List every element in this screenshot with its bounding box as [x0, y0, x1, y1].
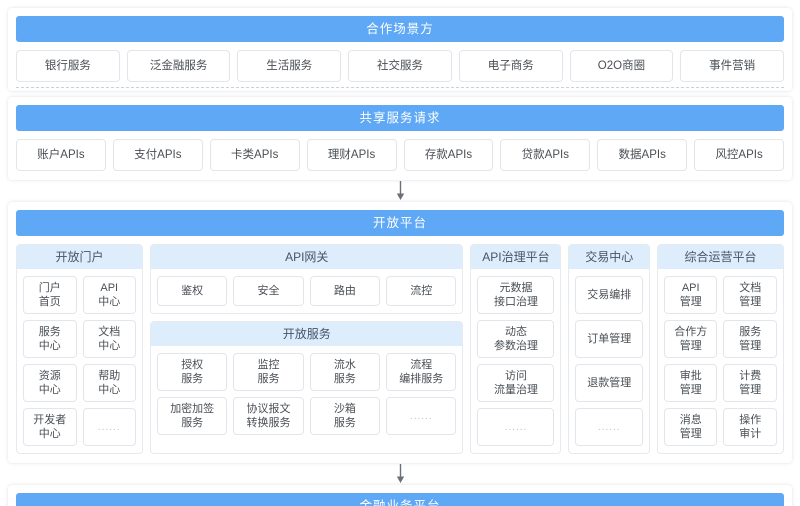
operations-item[interactable]: 计费 管理	[723, 364, 777, 402]
gateway-item[interactable]: 流控	[386, 276, 457, 306]
portal-item[interactable]: 帮助 中心	[82, 364, 136, 402]
governance-item-more[interactable]: ......	[477, 408, 555, 446]
panel-trade-center: 交易中心 交易编排 订单管理 退款管理 ......	[568, 244, 650, 454]
api-item[interactable]: 账户APIs	[16, 139, 106, 171]
open-service-item[interactable]: 流水 服务	[309, 353, 381, 391]
trade-item[interactable]: 订单管理	[575, 320, 643, 358]
trade-item[interactable]: 交易编排	[575, 276, 643, 314]
gateway-item[interactable]: 安全	[233, 276, 304, 306]
partner-item[interactable]: 泛金融服务	[126, 50, 231, 82]
business-layer-group: 金融业务平台 额度 中心 费率 中心 贷款 中心 存款 中心 用户 中心 数据 …	[8, 485, 792, 506]
column-trade-center: 交易中心 交易编排 订单管理 退款管理 ......	[568, 244, 650, 454]
panel-title-open-portal: 开放门户	[17, 245, 143, 269]
panel-api-gateway: API网关 鉴权 安全 路由 流控	[150, 244, 464, 314]
panel-items-open-service: 授权 服务 监控 服务 流水 服务 流程 编排服务 加密加签 服务 协议报文 转…	[151, 346, 462, 442]
partner-item[interactable]: 电子商务	[458, 50, 563, 82]
column-gateway: API网关 鉴权 安全 路由 流控 开放服务 授权 服务 监控 服务 流水 服务…	[150, 244, 464, 454]
portal-item[interactable]: 文档 中心	[82, 320, 136, 358]
gateway-item[interactable]: 路由	[309, 276, 381, 306]
platform-layer-group: 开放平台 开放门户 门户 首页 API 中心 服务 中心 文档 中心 资源 中心…	[8, 202, 792, 463]
open-service-item[interactable]: 流程 编排服务	[386, 353, 457, 391]
open-service-item[interactable]: 授权 服务	[157, 353, 228, 391]
panel-items-operations: API 管理 文档 管理 合作方 管理 服务 管理 审批 管理 计费 管理 消息…	[658, 269, 783, 453]
panel-items-api-governance: 元数据 接口治理 动态 参数治理 访问 流量治理 ......	[471, 269, 560, 453]
partner-item[interactable]: 生活服务	[237, 50, 342, 82]
panel-items-open-portal: 门户 首页 API 中心 服务 中心 文档 中心 资源 中心 帮助 中心 开发者…	[17, 269, 142, 453]
partner-item[interactable]: O2O商圈	[569, 50, 674, 82]
architecture-diagram: 合作场景方 银行服务 泛金融服务 生活服务 社交服务 电子商务 O2O商圈 事件…	[0, 8, 800, 506]
partner-item[interactable]: 银行服务	[16, 50, 120, 82]
open-service-item[interactable]: 监控 服务	[233, 353, 304, 391]
business-layer-banner: 金融业务平台	[16, 493, 784, 506]
partner-layer-group: 合作场景方 银行服务 泛金融服务 生活服务 社交服务 电子商务 O2O商圈 事件…	[8, 8, 792, 91]
column-api-governance: API治理平台 元数据 接口治理 动态 参数治理 访问 流量治理 ......	[470, 244, 562, 454]
panel-api-governance: API治理平台 元数据 接口治理 动态 参数治理 访问 流量治理 ......	[470, 244, 562, 454]
panel-title-open-service: 开放服务	[151, 322, 463, 346]
operations-item[interactable]: 服务 管理	[723, 320, 777, 358]
flow-arrow-top	[8, 180, 792, 202]
portal-item[interactable]: 服务 中心	[23, 320, 77, 358]
api-item[interactable]: 支付APIs	[112, 139, 203, 171]
trade-item-more[interactable]: ......	[575, 408, 643, 446]
operations-item[interactable]: 消息 管理	[663, 408, 718, 446]
portal-item[interactable]: API 中心	[82, 276, 136, 314]
request-layer-group: 共享服务请求 账户APIs 支付APIs 卡类APIs 理财APIs 存款API…	[8, 97, 792, 180]
partner-item[interactable]: 社交服务	[348, 50, 452, 82]
governance-item[interactable]: 动态 参数治理	[477, 320, 555, 358]
api-item[interactable]: 贷款APIs	[500, 139, 591, 171]
operations-item[interactable]: API 管理	[663, 276, 718, 314]
governance-item[interactable]: 元数据 接口治理	[477, 276, 555, 314]
operations-item[interactable]: 文档 管理	[723, 276, 777, 314]
panel-operations: 综合运营平台 API 管理 文档 管理 合作方 管理 服务 管理 审批 管理 计…	[656, 244, 784, 454]
partner-layer-items: 银行服务 泛金融服务 生活服务 社交服务 电子商务 O2O商圈 事件营销	[16, 50, 785, 82]
panel-title-trade-center: 交易中心	[569, 245, 649, 269]
open-service-item[interactable]: 协议报文 转换服务	[233, 397, 304, 435]
down-arrow-icon	[396, 464, 404, 483]
portal-item[interactable]: 开发者 中心	[23, 408, 77, 446]
portal-item[interactable]: 门户 首页	[23, 276, 77, 314]
api-item[interactable]: 卡类APIs	[209, 139, 300, 171]
request-layer-banner: 共享服务请求	[16, 105, 784, 131]
governance-item[interactable]: 访问 流量治理	[477, 364, 555, 402]
open-service-item[interactable]: 加密加签 服务	[157, 397, 228, 435]
operations-item[interactable]: 审批 管理	[663, 364, 718, 402]
column-open-portal: 开放门户 门户 首页 API 中心 服务 中心 文档 中心 资源 中心 帮助 中…	[16, 244, 144, 454]
down-arrow-icon	[396, 181, 404, 200]
api-item[interactable]: 存款APIs	[403, 139, 494, 171]
partner-item[interactable]: 事件营销	[680, 50, 785, 82]
panel-open-service: 开放服务 授权 服务 监控 服务 流水 服务 流程 编排服务 加密加签 服务 协…	[150, 321, 464, 454]
platform-layer-banner: 开放平台	[16, 210, 784, 236]
operations-item[interactable]: 合作方 管理	[663, 320, 718, 358]
portal-item[interactable]: 资源 中心	[23, 364, 77, 402]
api-item[interactable]: 数据APIs	[597, 139, 688, 171]
column-operations: 综合运营平台 API 管理 文档 管理 合作方 管理 服务 管理 审批 管理 计…	[656, 244, 784, 454]
portal-item-more[interactable]: ......	[82, 408, 136, 446]
panel-items-trade-center: 交易编排 订单管理 退款管理 ......	[569, 269, 649, 453]
api-item[interactable]: 风控APIs	[694, 139, 784, 171]
panel-items-api-gateway: 鉴权 安全 路由 流控	[151, 269, 462, 313]
open-service-item[interactable]: 沙箱 服务	[309, 397, 381, 435]
panel-open-portal: 开放门户 门户 首页 API 中心 服务 中心 文档 中心 资源 中心 帮助 中…	[16, 244, 144, 454]
panel-title-api-gateway: API网关	[151, 245, 463, 269]
operations-item[interactable]: 操作 审计	[723, 408, 777, 446]
api-item[interactable]: 理财APIs	[306, 139, 397, 171]
gateway-item[interactable]: 鉴权	[157, 276, 228, 306]
panel-title-api-governance: API治理平台	[471, 245, 561, 269]
partner-layer-banner: 合作场景方	[16, 16, 784, 42]
request-layer-items: 账户APIs 支付APIs 卡类APIs 理财APIs 存款APIs 贷款API…	[16, 139, 784, 171]
panel-title-operations: 综合运营平台	[657, 245, 783, 269]
open-service-item-more[interactable]: ......	[386, 397, 457, 435]
flow-arrow-bottom	[8, 463, 792, 485]
trade-item[interactable]: 退款管理	[575, 364, 643, 402]
platform-columns: 开放门户 门户 首页 API 中心 服务 中心 文档 中心 资源 中心 帮助 中…	[16, 244, 784, 454]
